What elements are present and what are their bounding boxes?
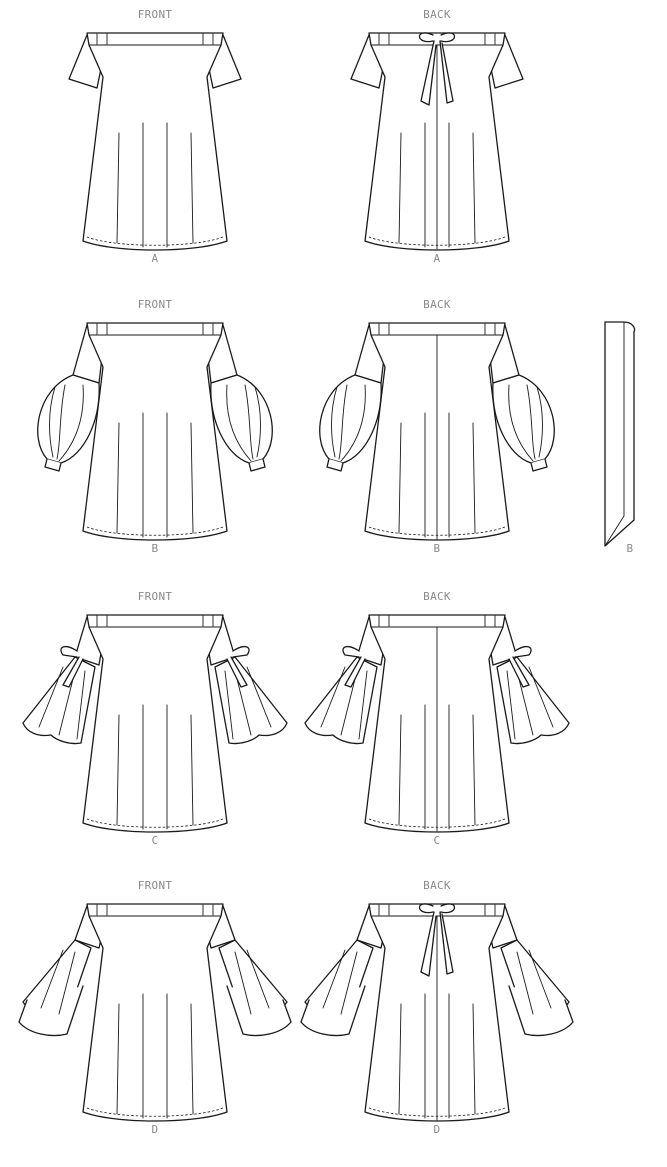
- sleeve-flare: [304, 656, 378, 745]
- variant-label: B: [434, 542, 441, 555]
- skirt-folds: [398, 122, 476, 248]
- back-tie-ends: [420, 911, 454, 977]
- dress-body: [82, 614, 228, 833]
- ruffle-folds: [516, 949, 552, 1015]
- hem-stitching: [86, 526, 224, 536]
- hem-stitching: [86, 236, 224, 246]
- elastic-shirring: [96, 323, 214, 335]
- sleeve-puff: [37, 374, 100, 464]
- elastic-shirring: [96, 33, 214, 45]
- variant-label: D: [434, 1123, 441, 1136]
- ruffle-folds: [234, 949, 270, 1015]
- front-view-label: FRONT: [138, 590, 173, 603]
- variant-label: B: [152, 542, 159, 555]
- sleeve-cuff: [530, 458, 548, 472]
- skirt-folds: [398, 993, 476, 1119]
- elastic-shirring: [378, 323, 496, 335]
- skirt-folds: [116, 122, 194, 248]
- elastic-shirring: [378, 615, 496, 627]
- puff-folds: [331, 384, 366, 462]
- skirt-folds: [116, 993, 194, 1119]
- dress-back-view-d: [300, 903, 574, 1122]
- sleeve-cuff: [248, 458, 266, 472]
- ruffle-lower: [18, 985, 84, 1037]
- sleeve-cuff: [44, 458, 62, 472]
- ruffle-lower: [508, 985, 574, 1037]
- dress-body: [82, 903, 228, 1122]
- sleeve-bow: [342, 645, 366, 688]
- front-view-label: FRONT: [138, 298, 173, 311]
- ruffle-folds: [40, 949, 76, 1015]
- sleeve-bow: [226, 645, 250, 688]
- dress-back-view-a: [350, 32, 524, 251]
- skirt-folds: [116, 412, 194, 538]
- tie-sash-fold: [604, 321, 625, 547]
- variant-label: A: [434, 252, 441, 265]
- dress-back-view-c: [304, 614, 570, 833]
- back-view-label: BACK: [423, 8, 451, 21]
- skirt-folds: [398, 412, 476, 538]
- back-view-label: BACK: [423, 298, 451, 311]
- elastic-shirring: [378, 904, 496, 916]
- sleeve-flare: [22, 656, 96, 745]
- sleeve-puff: [492, 374, 555, 464]
- tie-sash: [604, 321, 636, 547]
- sleeve-cuff: [326, 458, 344, 472]
- sleeve-puff: [319, 374, 382, 464]
- back-tie-ends: [420, 40, 454, 106]
- ruffle-lower: [226, 985, 292, 1037]
- variant-label: C: [434, 834, 441, 847]
- variant-label: A: [152, 252, 159, 265]
- front-view-label: FRONT: [138, 8, 173, 21]
- sleeve-bow: [508, 645, 532, 688]
- back-tie-bow: [418, 32, 456, 43]
- hem-stitching: [86, 818, 224, 828]
- dress-front-view-a: [68, 32, 242, 251]
- back-view-label: BACK: [423, 590, 451, 603]
- ruffle-lower: [300, 985, 366, 1037]
- dress-front-view-c: [22, 614, 288, 833]
- skirt-folds: [398, 704, 476, 830]
- skirt-folds: [116, 704, 194, 830]
- puff-folds: [49, 384, 84, 462]
- sleeve-puff: [210, 374, 273, 464]
- puff-folds: [226, 384, 261, 462]
- elastic-shirring: [378, 33, 496, 45]
- sash-variant-label: B: [627, 542, 634, 555]
- dress-back-view-b: [319, 322, 555, 541]
- variant-label: C: [152, 834, 159, 847]
- sleeve-flare: [496, 656, 570, 745]
- tie-sash-piece: [604, 321, 636, 547]
- elastic-shirring: [96, 904, 214, 916]
- dress-front-view-d: [18, 903, 292, 1122]
- sleeve-bow: [60, 645, 84, 688]
- elastic-shirring: [96, 615, 214, 627]
- ruffle-folds: [322, 949, 358, 1015]
- hem-stitching: [86, 1107, 224, 1117]
- variant-label: D: [152, 1123, 159, 1136]
- sleeve-flare: [214, 656, 288, 745]
- dress-body: [82, 322, 228, 541]
- back-tie-bow: [418, 903, 456, 914]
- dress-front-view-b: [37, 322, 273, 541]
- front-view-label: FRONT: [138, 879, 173, 892]
- dress-body: [82, 32, 228, 251]
- back-view-label: BACK: [423, 879, 451, 892]
- puff-folds: [508, 384, 543, 462]
